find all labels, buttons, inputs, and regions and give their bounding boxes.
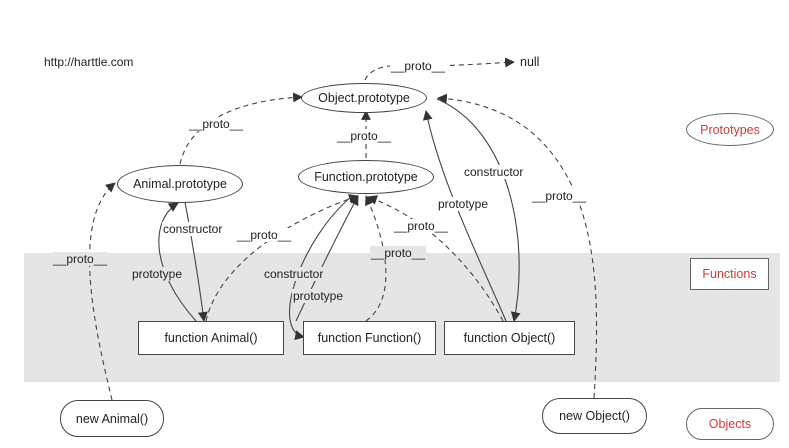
label-prototype-animal: prototype (131, 267, 184, 281)
label-proto-funcobject: __proto__ (393, 219, 450, 233)
node-function-function: function Function() (303, 321, 436, 355)
legend-prototypes: Prototypes (686, 113, 774, 146)
edge-newobject-objproto (437, 93, 598, 399)
label-prototype-function: prototype (292, 289, 345, 303)
edge-funcanimal-funcproto (205, 194, 359, 322)
node-null: null (520, 55, 540, 69)
edge-animalproto-objproto (179, 92, 303, 165)
edge-funcanimal-animalproto-prototype (158, 202, 197, 322)
label-constructor-animal: constructor (162, 222, 224, 236)
node-animal-prototype: Animal.prototype (117, 165, 243, 203)
label-proto-funcproto: __proto__ (336, 129, 393, 143)
edge-funcobject-funcproto-proto (367, 195, 504, 322)
node-new-object: new Object() (542, 398, 647, 434)
label-proto-funcfunction: __proto__ (370, 246, 427, 260)
label-constructor-function: constructor (263, 267, 325, 281)
label-prototype-object: prototype (437, 197, 490, 211)
edge-animalproto-funcanimal-constructor (184, 201, 208, 322)
label-proto-newobject: __proto__ (531, 189, 588, 203)
label-proto-animalproto: __proto__ (188, 117, 245, 131)
edge-objproto-funcobject-constructor (436, 98, 521, 322)
edge-funcobject-objproto-prototype (422, 110, 507, 322)
legend-functions: Functions (690, 258, 769, 290)
label-proto-null: __proto__ (390, 59, 447, 73)
node-object-prototype: Object.prototype (301, 83, 427, 113)
edge-newanimal-animalproto (89, 182, 116, 401)
node-function-animal: function Animal() (138, 321, 284, 355)
label-proto-newanimal: __proto__ (52, 252, 109, 266)
label-constructor-object: constructor (463, 165, 525, 179)
site-url: http://harttle.com (44, 55, 134, 69)
edge-funcfunction-funcproto-prototype (295, 195, 359, 322)
label-proto-funcanimal: __proto__ (236, 228, 293, 242)
node-function-object: function Object() (444, 321, 575, 355)
legend-objects: Objects (686, 408, 774, 440)
edge-objproto-null (364, 57, 515, 81)
node-function-prototype: Function.prototype (298, 160, 434, 194)
node-new-animal: new Animal() (60, 400, 164, 437)
edge-funcfunction-funcproto-proto (365, 195, 387, 322)
